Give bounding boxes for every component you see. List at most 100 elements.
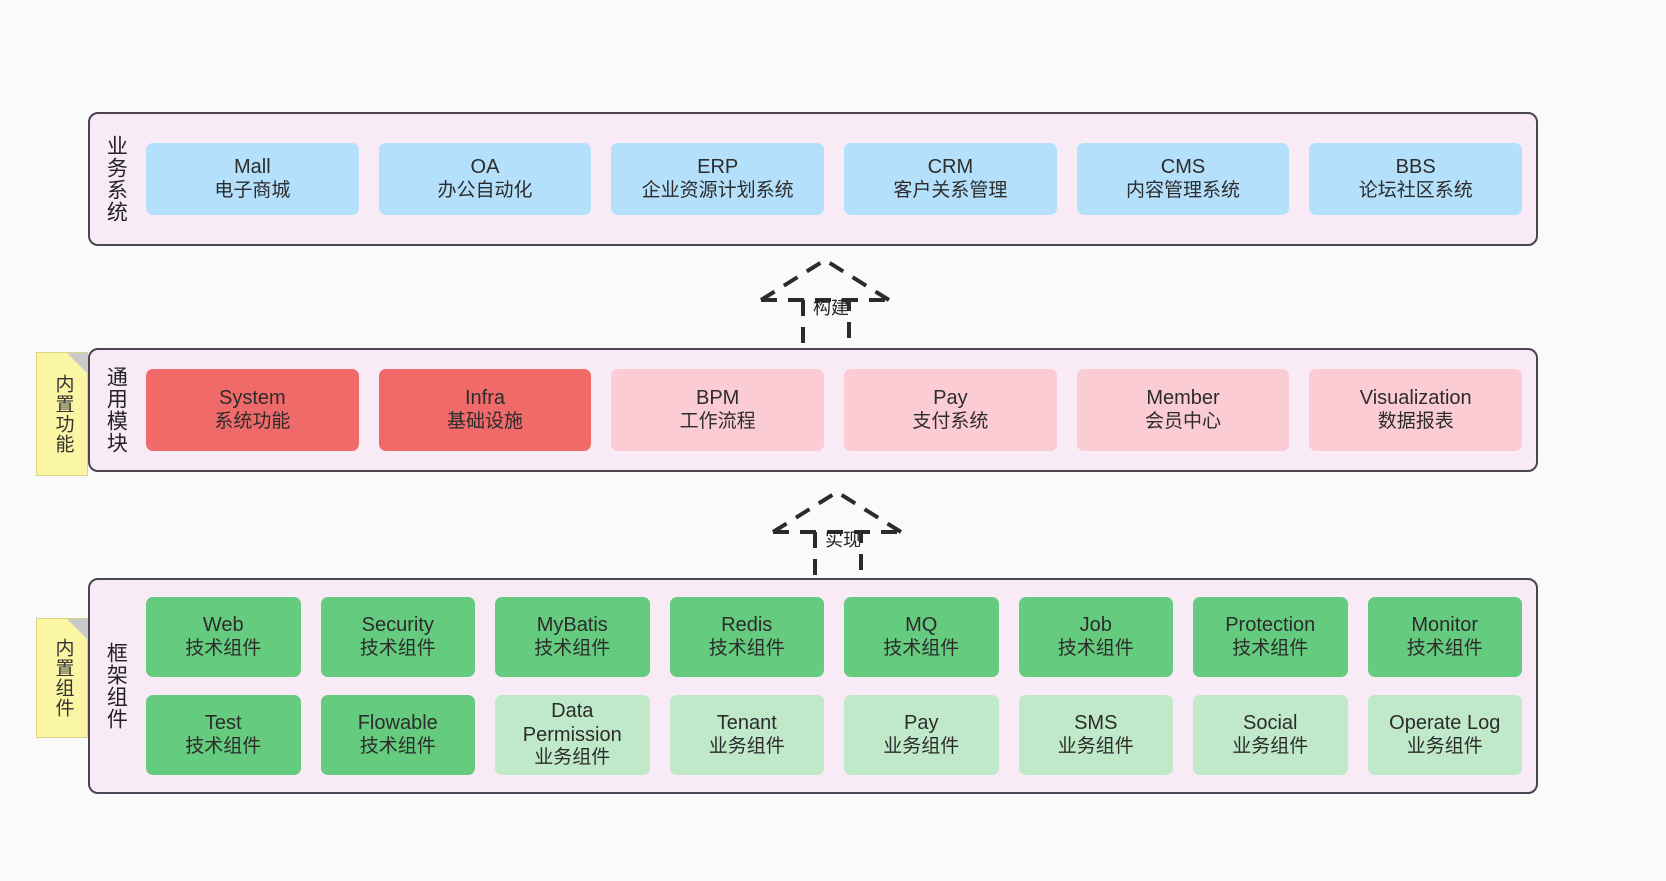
- layer-title-business: 业务系统: [104, 135, 128, 223]
- card-title: Infra: [464, 387, 506, 409]
- card-subtitle: 论坛社区系统: [1358, 179, 1473, 201]
- card-subtitle: 数据报表: [1377, 410, 1454, 432]
- card-redis[interactable]: Redis 技术组件: [669, 597, 824, 677]
- card-subtitle: 技术组件: [185, 637, 262, 659]
- card-title: Visualization: [1359, 387, 1472, 409]
- card-bpm[interactable]: BPM 工作流程: [611, 369, 825, 451]
- card-title: SMS: [1074, 712, 1118, 734]
- card-row: Web 技术组件 Security 技术组件 MyBatis 技术组件 Redi…: [146, 597, 1522, 677]
- card-mybatis[interactable]: MyBatis 技术组件: [495, 597, 650, 677]
- card-subtitle: 业务组件: [534, 747, 611, 769]
- card-sms[interactable]: SMS 业务组件: [1018, 695, 1173, 775]
- card-subtitle: 支付系统: [912, 410, 989, 432]
- card-subtitle: 基础设施: [447, 410, 524, 432]
- card-mall[interactable]: Mall 电子商城: [146, 143, 359, 215]
- card-title: System: [218, 387, 286, 409]
- layer-common-cards: System 系统功能 Infra 基础设施 BPM 工作流程 Pay 支付系统…: [140, 350, 1536, 470]
- layer-business-cards: Mall 电子商城 OA 办公自动化 ERP 企业资源计划系统 CRM 客户关系…: [140, 114, 1536, 244]
- card-subtitle: 办公自动化: [437, 179, 533, 201]
- card-subtitle: 业务组件: [883, 735, 960, 757]
- card-title: MQ: [905, 614, 938, 636]
- card-title: Flowable: [357, 712, 438, 734]
- card-subtitle: 技术组件: [1232, 637, 1309, 659]
- layer-framework-cards: Web 技术组件 Security 技术组件 MyBatis 技术组件 Redi…: [140, 580, 1536, 792]
- card-subtitle: 业务组件: [1232, 735, 1309, 757]
- card-operate-log[interactable]: Operate Log 业务组件: [1367, 695, 1522, 775]
- card-title: Tenant: [716, 712, 777, 734]
- card-protection[interactable]: Protection 技术组件: [1193, 597, 1348, 677]
- layer-title-common: 通用模块: [104, 366, 128, 454]
- card-subtitle: 技术组件: [1406, 637, 1483, 659]
- connector-label-implement: 实现: [825, 530, 861, 550]
- card-title: CMS: [1160, 156, 1206, 178]
- card-social[interactable]: Social 业务组件: [1193, 695, 1348, 775]
- layer-common-modules: 通用模块 System 系统功能 Infra 基础设施 BPM 工作流程 Pay…: [88, 348, 1538, 472]
- card-oa[interactable]: OA 办公自动化: [378, 143, 592, 215]
- layer-business-systems: 业务系统 Mall 电子商城 OA 办公自动化 ERP 企业资源计划系统 CRM…: [88, 112, 1538, 246]
- card-security[interactable]: Security 技术组件: [320, 597, 475, 677]
- note-built-in-functions: 内置功能: [36, 352, 88, 476]
- connector-build: 构建: [745, 254, 925, 354]
- note-label: 内置组件: [52, 638, 74, 718]
- card-cms[interactable]: CMS 内容管理系统: [1076, 143, 1290, 215]
- card-member[interactable]: Member 会员中心: [1076, 369, 1290, 451]
- card-subtitle: 技术组件: [359, 735, 436, 757]
- card-title: Redis: [721, 614, 773, 636]
- generalization-arrow-icon: [771, 489, 903, 584]
- card-subtitle: 企业资源计划系统: [641, 179, 794, 201]
- card-title: Pay: [933, 387, 968, 409]
- card-row: Mall 电子商城 OA 办公自动化 ERP 企业资源计划系统 CRM 客户关系…: [146, 143, 1523, 215]
- connector-implement: 实现: [757, 486, 937, 586]
- card-subtitle: 系统功能: [214, 410, 291, 432]
- card-pay-module[interactable]: Pay 支付系统: [844, 369, 1057, 451]
- card-pay-component[interactable]: Pay 业务组件: [844, 695, 999, 775]
- card-title: Job: [1079, 614, 1112, 636]
- card-infra[interactable]: Infra 基础设施: [378, 369, 592, 451]
- card-title: Data Permission: [522, 700, 622, 746]
- card-title: MyBatis: [536, 614, 608, 636]
- card-job[interactable]: Job 技术组件: [1018, 597, 1173, 677]
- note-built-in-components: 内置组件: [36, 618, 88, 738]
- card-title: Social: [1243, 712, 1298, 734]
- card-title: OA: [470, 156, 500, 178]
- card-title: Test: [204, 712, 242, 734]
- card-crm[interactable]: CRM 客户关系管理: [844, 143, 1057, 215]
- layer-title-framework: 框架组件: [104, 642, 128, 730]
- card-test[interactable]: Test 技术组件: [146, 695, 301, 775]
- card-system[interactable]: System 系统功能: [146, 369, 359, 451]
- card-subtitle: 会员中心: [1145, 410, 1222, 432]
- card-monitor[interactable]: Monitor 技术组件: [1367, 597, 1522, 677]
- card-subtitle: 内容管理系统: [1126, 179, 1241, 201]
- card-title: Security: [361, 614, 434, 636]
- note-label: 内置功能: [52, 374, 74, 454]
- card-web[interactable]: Web 技术组件: [146, 597, 301, 677]
- layer-framework-components: 框架组件 Web 技术组件 Security 技术组件 MyBatis 技术组件…: [88, 578, 1538, 794]
- card-subtitle: 技术组件: [883, 637, 960, 659]
- connector-label-build: 构建: [813, 298, 849, 318]
- card-title: Protection: [1225, 614, 1316, 636]
- card-visualization[interactable]: Visualization 数据报表: [1309, 369, 1523, 451]
- card-data-permission[interactable]: Data Permission 业务组件: [495, 695, 650, 775]
- card-title: BPM: [696, 387, 740, 409]
- card-tenant[interactable]: Tenant 业务组件: [669, 695, 824, 775]
- card-title: CRM: [927, 156, 974, 178]
- card-subtitle: 电子商城: [214, 179, 291, 201]
- generalization-arrow-icon: [759, 257, 891, 352]
- card-subtitle: 技术组件: [534, 637, 611, 659]
- card-subtitle: 业务组件: [708, 735, 785, 757]
- card-title: Web: [202, 614, 244, 636]
- card-title: ERP: [697, 156, 739, 178]
- card-title: Mall: [234, 156, 271, 178]
- card-flowable[interactable]: Flowable 技术组件: [320, 695, 475, 775]
- card-subtitle: 技术组件: [708, 637, 785, 659]
- card-title: Monitor: [1411, 614, 1479, 636]
- card-title: Operate Log: [1389, 712, 1501, 734]
- card-row: Test 技术组件 Flowable 技术组件 Data Permission …: [146, 695, 1522, 775]
- card-subtitle: 业务组件: [1406, 735, 1483, 757]
- card-title: Member: [1146, 387, 1220, 409]
- card-erp[interactable]: ERP 企业资源计划系统: [611, 143, 825, 215]
- card-mq[interactable]: MQ 技术组件: [844, 597, 999, 677]
- card-subtitle: 技术组件: [1057, 637, 1134, 659]
- card-bbs[interactable]: BBS 论坛社区系统: [1309, 143, 1523, 215]
